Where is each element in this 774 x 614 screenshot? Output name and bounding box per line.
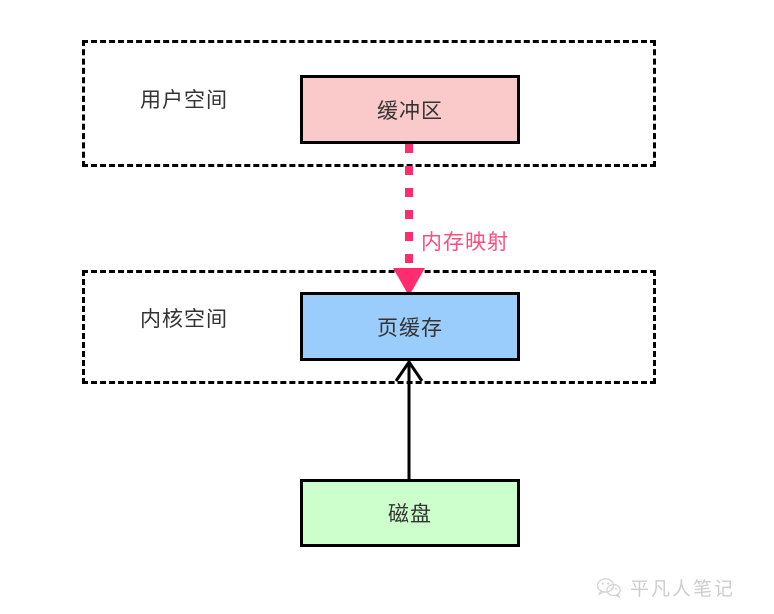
node-buffer: 缓冲区 (300, 75, 520, 144)
watermark: 平凡人笔记 (596, 574, 735, 601)
zone-kernel-space-label: 内核空间 (140, 308, 228, 331)
edge-label-memory-mapping: 内存映射 (421, 231, 509, 254)
wechat-icon (596, 577, 621, 599)
zone-user-space-label: 用户空间 (140, 89, 228, 112)
watermark-text: 平凡人笔记 (630, 579, 736, 600)
zone-user-space (82, 40, 656, 167)
zone-kernel-space (82, 270, 656, 384)
node-disk: 磁盘 (300, 479, 520, 547)
node-page-cache: 页缓存 (300, 292, 520, 361)
